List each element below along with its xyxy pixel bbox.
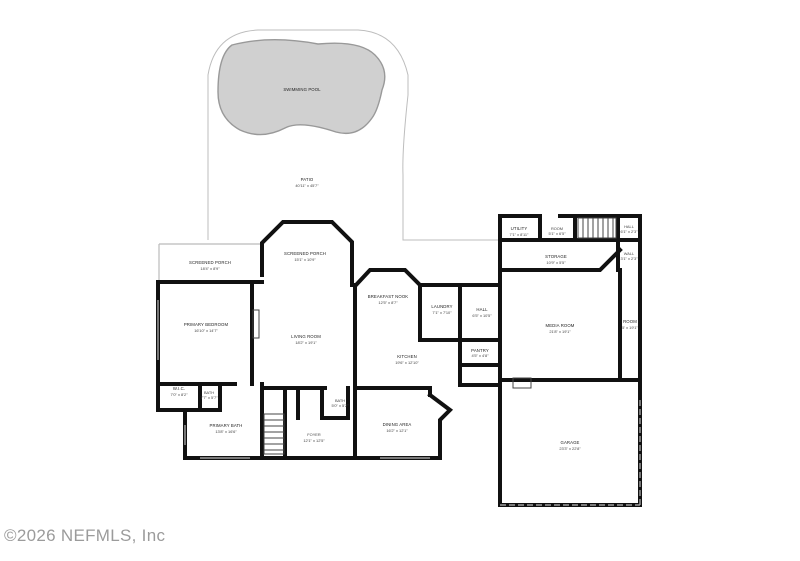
fireplace <box>252 309 260 339</box>
label-utility: UTILITY <box>511 226 528 231</box>
label-screened-porch-1: SCREENED PORCH <box>189 260 231 265</box>
dims-dining-area: 16'2" x 12'1" <box>386 428 408 433</box>
dims-primary-bedroom: 16'10" x 14'7" <box>194 328 218 333</box>
label-swimming-pool: SWIMMING POOL <box>283 87 321 92</box>
dims-utility: 7'1" x 8'11" <box>510 232 530 237</box>
dims-bath-1: 7'7" x 5'7" <box>200 395 218 400</box>
garage-door-marks <box>500 400 641 506</box>
garage-steps <box>512 377 532 389</box>
dims-primary-bath: 13'8" x 16'6" <box>215 429 237 434</box>
label-bath-1: BATH <box>204 390 214 395</box>
label-hall: HALL <box>476 307 488 312</box>
dims-screened-porch-1: 18'4" x 8'9" <box>200 266 220 271</box>
label-living-room: LIVING ROOM <box>291 334 321 339</box>
dims-storage: 10'9" x 5'5" <box>546 260 566 265</box>
room-labels: SWIMMING POOL PATIO 40'11" x 45'7" SCREE… <box>170 87 638 451</box>
dims-media-room: 21'8" x 19'1" <box>549 329 571 334</box>
label-screened-porch-2: SCREENED PORCH <box>284 251 326 256</box>
utility-stairs <box>577 217 617 239</box>
dims-garage: 23'3" x 22'8" <box>559 446 581 451</box>
copyright-watermark: ©2026 NEFMLS, Inc <box>4 526 166 545</box>
dims-wic: 7'0" x 8'2" <box>170 392 188 397</box>
dims-screened-porch-2: 15'1" x 10'9" <box>294 257 316 262</box>
swimming-pool-shape <box>217 39 386 136</box>
label-kitchen: KITCHEN <box>397 354 417 359</box>
foyer-stairs <box>263 413 285 455</box>
utility-storage-walls <box>498 214 642 507</box>
label-room-small: ROOM <box>551 226 563 231</box>
label-laundry: LAUNDRY <box>431 304 452 309</box>
dims-wall-room: 3'1" x 2'3" <box>620 256 638 261</box>
interior-walls <box>156 280 432 460</box>
dims-living-room: 18'2" x 19'1" <box>295 340 317 345</box>
dims-foyer: 12'1" x 12'5" <box>303 438 325 443</box>
dims-laundry: 7'1" x 7'10" <box>432 310 452 315</box>
dims-kitchen: 19'6" x 12'10" <box>395 360 419 365</box>
dims-pantry: 4'5" x 4'8" <box>471 353 489 358</box>
screened-porch-1-outline <box>158 243 262 285</box>
label-garage: GARAGE <box>561 440 580 445</box>
screened-porch-2-outline <box>260 220 354 287</box>
dims-hall: 6'5" x 10'5" <box>472 313 492 318</box>
label-wall-room: WALL <box>624 251 635 256</box>
breakfast-nook-bay <box>353 268 423 288</box>
window-bands <box>157 300 430 459</box>
label-storage: STORAGE <box>545 254 567 259</box>
dims-hall-2: 6'1" x 2'3" <box>620 229 638 234</box>
label-room-right: ROOM <box>623 319 637 324</box>
dims-room-right: 5' x 19'1" <box>622 325 638 330</box>
dims-breakfast-nook: 12'5" x 8'7" <box>378 300 398 305</box>
label-pantry: PANTRY <box>471 348 489 353</box>
label-breakfast-nook: BREAKFAST NOOK <box>368 294 409 299</box>
label-wic: W.I.C. <box>173 386 185 391</box>
patio-outline <box>207 29 500 241</box>
label-hall-2: HALL <box>624 224 635 229</box>
label-foyer: FOYER <box>307 432 321 437</box>
label-primary-bedroom: PRIMARY BEDROOM <box>184 322 229 327</box>
label-bath-2: BATH <box>335 398 345 403</box>
dims-bath-2: 5'0" x 5'2" <box>331 403 349 408</box>
dims-patio: 40'11" x 45'7" <box>295 183 319 188</box>
label-patio: PATIO <box>301 177 314 182</box>
label-primary-bath: PRIMARY BATH <box>210 423 243 428</box>
label-media-room: MEDIA ROOM <box>546 323 575 328</box>
dims-room-small: 5'1" x 6'5" <box>548 231 566 236</box>
label-dining-area: DINING AREA <box>383 422 412 427</box>
